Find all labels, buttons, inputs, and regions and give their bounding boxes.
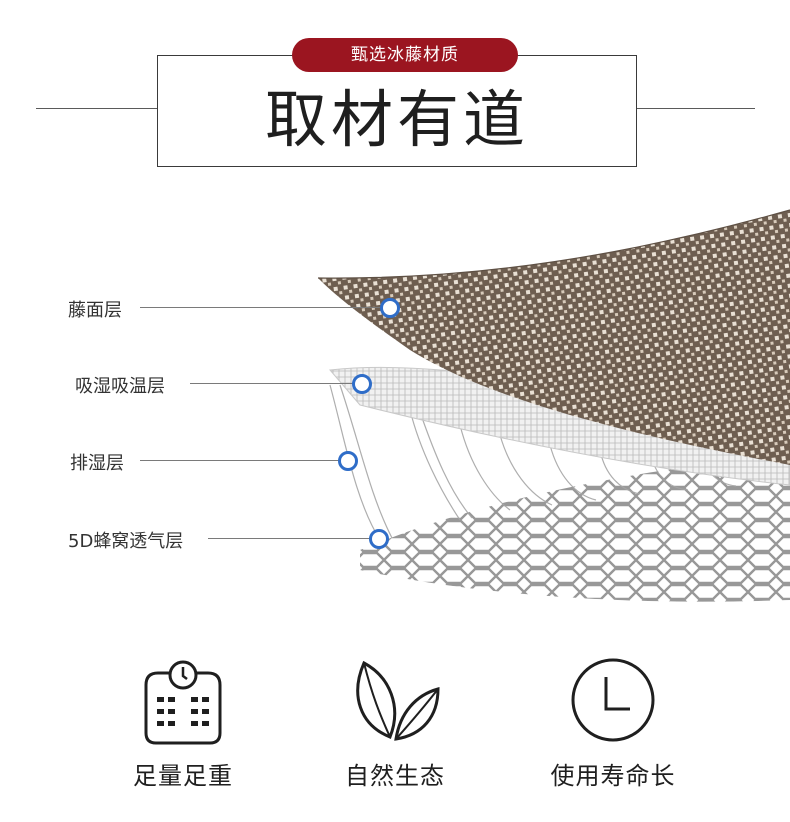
- layer-label-drain: 排湿层: [70, 453, 124, 474]
- feature-label-weight: 足量足重: [133, 762, 233, 790]
- leaf-icon: [356, 660, 440, 741]
- title-frame: [157, 55, 637, 167]
- marker-dot: [369, 529, 389, 549]
- leader-line: [208, 538, 371, 539]
- layer-label-honeycomb: 5D蜂窝透气层: [68, 531, 184, 552]
- leader-line: [140, 460, 340, 461]
- leader-line: [140, 307, 382, 308]
- page-title: 取材有道: [264, 83, 529, 156]
- rattan-surface-layer: [318, 210, 790, 465]
- honeycomb-layer: [360, 455, 790, 620]
- layer-label-absorb: 吸湿吸温层: [75, 376, 165, 397]
- marker-dot: [338, 451, 358, 471]
- layer-label-rattan-surface: 藤面层: [68, 300, 122, 321]
- leader-line: [190, 383, 355, 384]
- material-badge: 甄选冰藤材质: [292, 38, 518, 72]
- marker-dot: [352, 374, 372, 394]
- feature-label-natural: 自然生态: [345, 762, 445, 790]
- header-right-rule: [637, 108, 755, 109]
- feature-label-lifespan: 使用寿命长: [550, 762, 676, 790]
- material-layers-illustration: [317, 209, 790, 620]
- mesh-layer: [329, 366, 790, 486]
- clock-icon: [571, 658, 655, 742]
- marker-dot: [380, 298, 400, 318]
- header-left-rule: [36, 108, 157, 109]
- weight-scale-icon: [144, 660, 222, 745]
